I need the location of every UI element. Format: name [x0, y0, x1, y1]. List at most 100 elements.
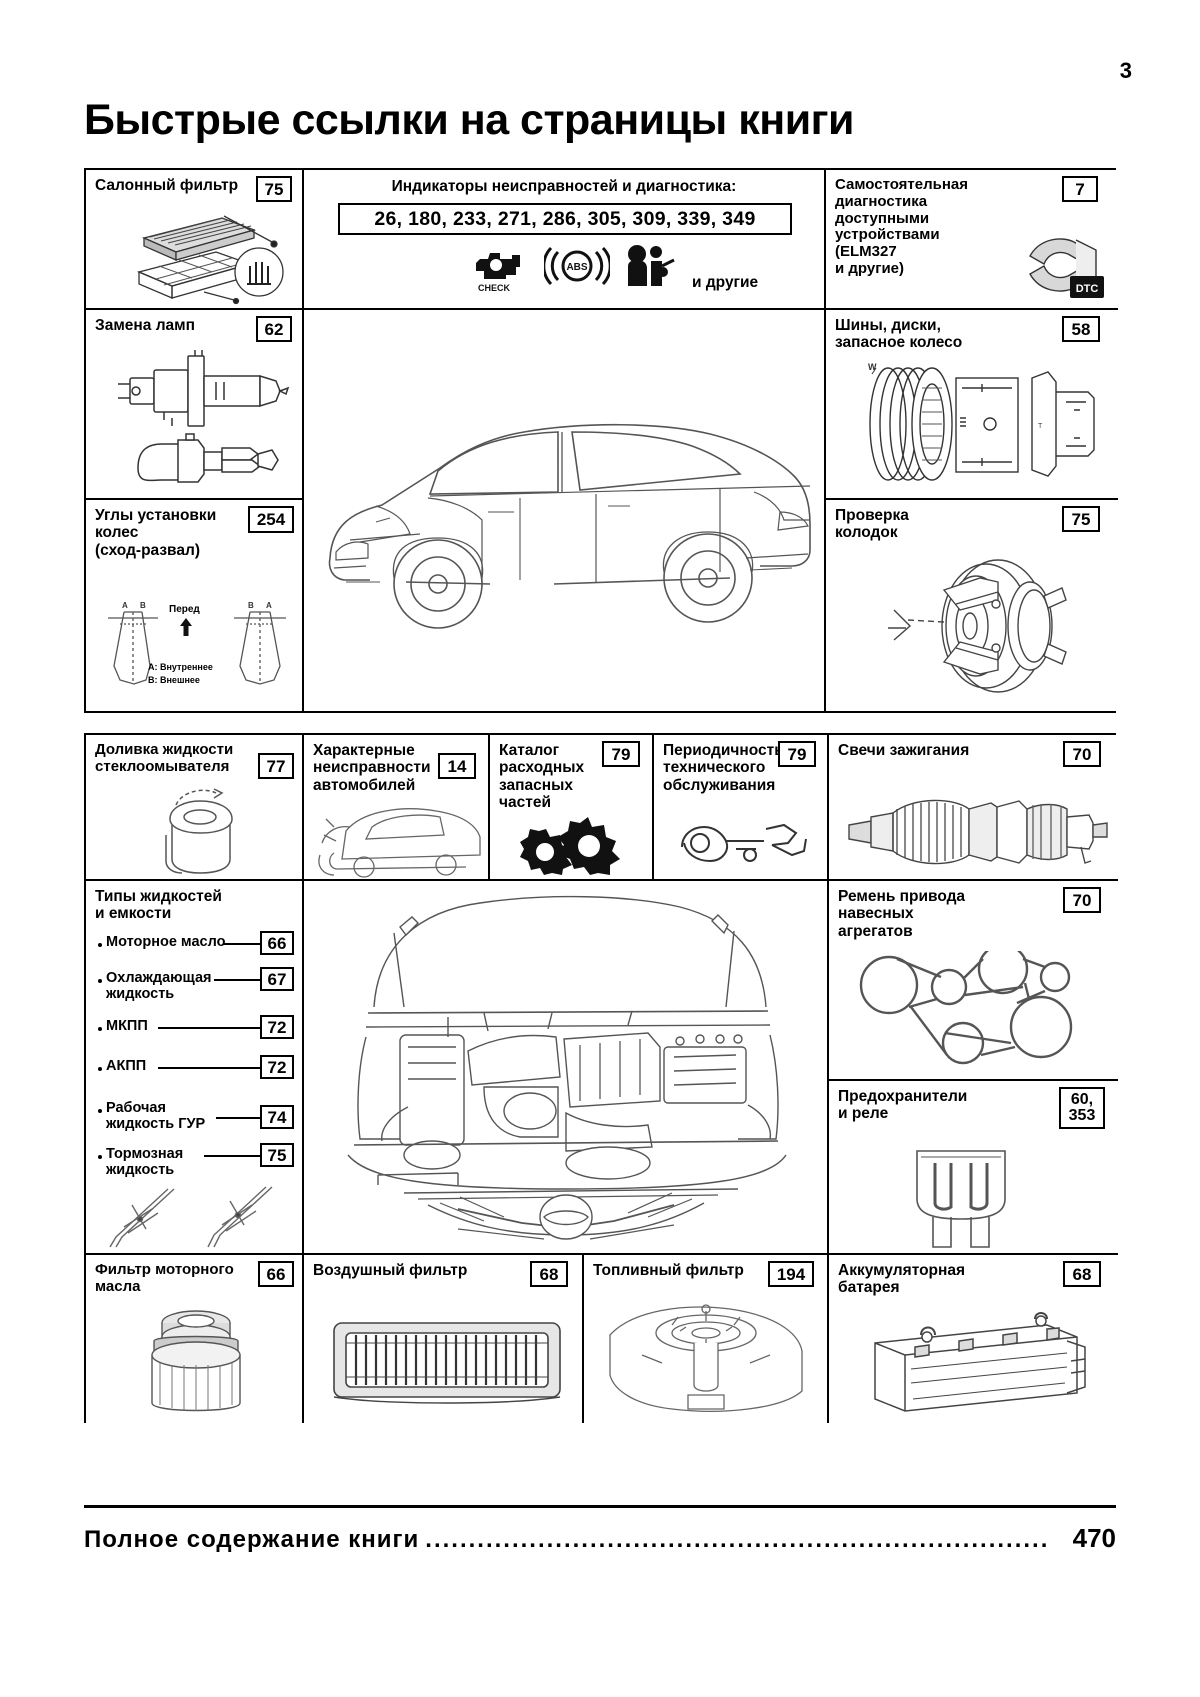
cell-self-diagnostics[interactable]: Самостоятельная диагностика доступными у… [826, 170, 1118, 310]
typical-faults-page[interactable]: 14 [438, 753, 476, 779]
battery-label: Аккумуляторная батарея [838, 1262, 966, 1297]
fluid-item-2: МКПП [106, 1018, 148, 1034]
tire-wheel-icon: W T [842, 358, 1112, 492]
dtc-scanner-icon: DTC [1022, 228, 1106, 302]
alignment-legend-a: A: Внутреннее [148, 662, 213, 672]
fluid-page-0[interactable]: 66 [260, 931, 294, 955]
oil-filter-label: Фильтр моторного масла [95, 1261, 234, 1295]
cell-bulbs[interactable]: Замена ламп 62 [86, 310, 304, 500]
cell-fuses[interactable]: Предохранители и реле 60, 353 [829, 1081, 1118, 1255]
lower-section: Доливка жидкости стеклоомывателя 77 Хара… [84, 733, 1118, 1423]
oil-filter-page[interactable]: 66 [258, 1261, 294, 1287]
gears-icon [518, 813, 628, 875]
alignment-label: Углы установки колес (сход-развал) [95, 507, 217, 559]
cell-brake-pads[interactable]: Проверка колодок 75 [826, 500, 1118, 711]
parts-catalog-page[interactable]: 79 [602, 741, 640, 767]
footer-divider [84, 1505, 1116, 1508]
tires-page[interactable]: 58 [1062, 316, 1100, 342]
sedan-side-view-icon [310, 372, 820, 652]
check-engine-icon: CHECK [470, 245, 528, 293]
cell-oil-filter[interactable]: Фильтр моторного масла 66 [86, 1255, 304, 1423]
fluid-item-4: Рабочая жидкость ГУР [106, 1100, 206, 1132]
fluid-page-2[interactable]: 72 [260, 1015, 294, 1039]
service-intervals-label: Периодичность технического обслуживания [663, 742, 784, 794]
air-filter-icon [326, 1307, 568, 1413]
cell-typical-faults[interactable]: Характерные неисправности автомобилей 14 [304, 735, 490, 881]
washer-fluid-label: Доливка жидкости стеклоомывателя [95, 741, 234, 775]
cell-battery[interactable]: Аккумуляторная батарея 68 [829, 1255, 1118, 1423]
fluid-item-1: Охлаждающая жидкость [106, 970, 212, 1002]
svg-text:T: T [1038, 423, 1043, 430]
air-filter-page[interactable]: 68 [530, 1261, 568, 1287]
cabin-filter-label: Салонный фильтр [95, 177, 239, 194]
fluid-page-3[interactable]: 72 [260, 1055, 294, 1079]
engine-bay-icon [308, 887, 824, 1251]
front-arrow-icon [179, 618, 193, 636]
cell-diagnostics[interactable]: Индикаторы неисправностей и диагностика:… [304, 170, 826, 310]
cell-fuel-filter[interactable]: Топливный фильтр 194 [584, 1255, 829, 1423]
cell-alignment[interactable]: Углы установки колес (сход-развал) 254 [86, 500, 304, 711]
svg-text:CHECK: CHECK [478, 283, 511, 293]
battery-icon [859, 1307, 1089, 1417]
fluid-page-5[interactable]: 75 [260, 1143, 294, 1167]
spark-plugs-page[interactable]: 70 [1063, 741, 1101, 767]
fuses-label: Предохранители и реле [838, 1088, 968, 1123]
page-title: Быстрые ссылки на страницы книги [84, 96, 855, 144]
service-intervals-page[interactable]: 79 [778, 741, 816, 767]
tires-label: Шины, диски, запасное колесо [835, 317, 963, 352]
fluids-label: Типы жидкостей и емкости [95, 888, 222, 923]
fuel-filter-label: Топливный фильтр [593, 1262, 744, 1279]
footer-page: 470 [1072, 1523, 1116, 1553]
cell-service-intervals[interactable]: Периодичность технического обслуживания … [654, 735, 829, 881]
alignment-page[interactable]: 254 [248, 506, 294, 533]
cell-drive-belt[interactable]: Ремень привода навесных агрегатов 70 [829, 881, 1118, 1081]
washer-reservoir-icon [142, 785, 254, 877]
brake-disc-icon [848, 552, 1104, 702]
wrench-icon [676, 811, 810, 873]
diagnostics-and-others: и другие [692, 274, 759, 291]
self-diagnostics-label: Самостоятельная диагностика доступными у… [835, 176, 969, 277]
svg-text:A: A [266, 601, 272, 610]
cell-parts-catalog[interactable]: Каталог расходных запасных частей 79 [490, 735, 654, 881]
fuel-filter-page[interactable]: 194 [768, 1261, 814, 1287]
cell-cabin-filter[interactable]: Салонный фильтр 75 [86, 170, 304, 310]
svg-text:W: W [868, 362, 877, 372]
svg-text:DTC: DTC [1076, 283, 1099, 295]
drive-belt-page[interactable]: 70 [1063, 887, 1101, 913]
cell-engine-bay [304, 881, 829, 1255]
spark-plugs-label: Свечи зажигания [838, 742, 970, 759]
fluid-item-0: Моторное масло [106, 934, 226, 950]
headlight-bulb-icon [100, 348, 296, 496]
diagnostics-pages[interactable]: 26, 180, 233, 271, 286, 305, 309, 339, 3… [338, 203, 792, 235]
bulbs-page[interactable]: 62 [256, 316, 292, 342]
cabin-filter-page[interactable]: 75 [256, 176, 292, 202]
svg-text:B: B [248, 601, 254, 610]
cell-washer-fluid[interactable]: Доливка жидкости стеклоомывателя 77 [86, 735, 304, 881]
fluid-item-3: АКПП [106, 1058, 147, 1074]
top-section: Салонный фильтр 75 [84, 168, 1118, 713]
abs-icon: ABS [544, 244, 610, 288]
cell-tires[interactable]: Шины, диски, запасное колесо 58 [826, 310, 1118, 500]
oil-filter-icon [132, 1307, 262, 1419]
parts-catalog-label: Каталог расходных запасных частей [499, 742, 585, 812]
self-diagnostics-page[interactable]: 7 [1062, 176, 1098, 202]
cell-air-filter[interactable]: Воздушный фильтр 68 [304, 1255, 584, 1423]
typical-faults-label: Характерные неисправности автомобилей [313, 742, 431, 794]
cell-spark-plugs[interactable]: Свечи зажигания 70 [829, 735, 1118, 881]
belt-routing-icon [845, 951, 1101, 1071]
cell-fluids[interactable]: Типы жидкостей и емкости Моторное масло … [86, 881, 304, 1255]
footer[interactable]: Полное содержание книги ................… [84, 1523, 1116, 1554]
washer-fluid-page[interactable]: 77 [258, 753, 294, 779]
srs-airbag-icon [622, 242, 676, 288]
brake-pads-page[interactable]: 75 [1062, 506, 1100, 532]
fuses-page[interactable]: 60, 353 [1059, 1087, 1105, 1129]
wiper-blade-icon [102, 1185, 292, 1251]
battery-page[interactable]: 68 [1063, 1261, 1101, 1287]
spark-plug-icon [841, 777, 1111, 873]
fluid-page-4[interactable]: 74 [260, 1105, 294, 1129]
fluid-page-1[interactable]: 67 [260, 967, 294, 991]
footer-label: Полное содержание книги [84, 1526, 420, 1553]
alignment-front-label: Перед [169, 604, 200, 615]
